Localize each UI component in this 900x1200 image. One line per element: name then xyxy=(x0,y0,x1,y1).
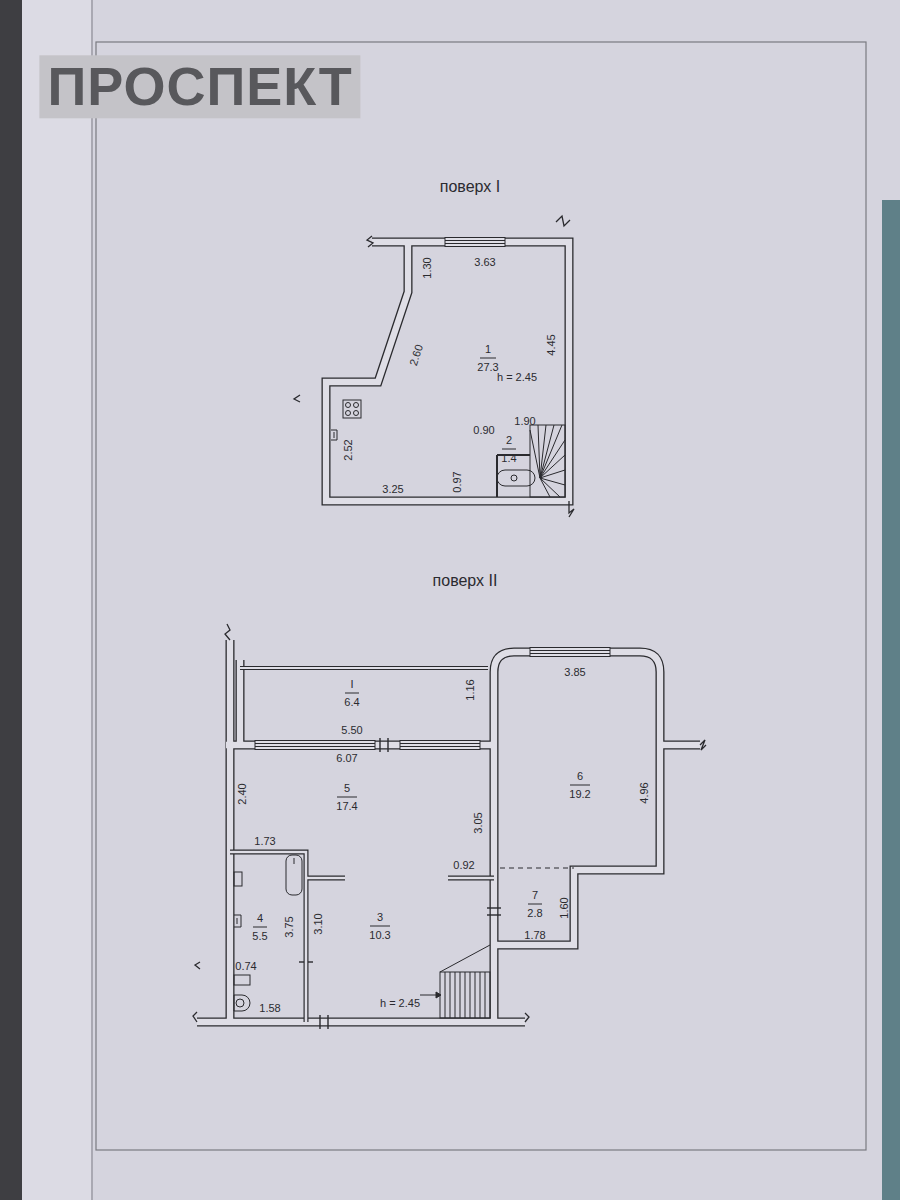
door-marks xyxy=(299,738,501,1029)
floor-heading: поверх II xyxy=(433,572,498,590)
dimension-label: 1.90 xyxy=(514,415,535,427)
dimension-label: 4.45 xyxy=(545,334,557,355)
walls-fill xyxy=(197,242,700,1022)
balcony-wall xyxy=(240,666,488,670)
dimension-label: 1.16 xyxy=(464,679,476,700)
zone-line xyxy=(500,867,574,868)
page-fold-line xyxy=(91,0,93,1200)
room-number: 6 xyxy=(577,770,583,782)
room-number: 4 xyxy=(257,912,263,924)
room-number: I xyxy=(350,678,353,690)
dimension-label: 0.74 xyxy=(235,960,256,972)
dimension-label: 3.85 xyxy=(564,666,585,678)
room-number: 3 xyxy=(377,911,383,923)
fixtures xyxy=(234,400,361,1011)
wall-breaks xyxy=(193,216,706,1022)
height-label: h = 2.45 xyxy=(380,997,420,1009)
partitions xyxy=(230,852,494,1022)
walls-outline xyxy=(197,242,700,1022)
room-area: 1.4 xyxy=(501,452,516,464)
dimension-label: 1.73 xyxy=(254,835,275,847)
floor-heading: поверх I xyxy=(440,178,500,196)
dimension-label: 4.96 xyxy=(638,782,650,803)
straight-stair xyxy=(420,945,490,1018)
page-fold xyxy=(22,0,92,1200)
room-area: 5.5 xyxy=(252,930,267,942)
book-edge xyxy=(0,0,22,1200)
windows xyxy=(255,238,610,750)
page-frame xyxy=(96,42,866,1150)
dimension-label: 0.90 xyxy=(473,424,494,436)
dimension-label: 2.60 xyxy=(407,343,425,367)
dimension-label: 1.78 xyxy=(524,929,545,941)
dimension-label: 0.97 xyxy=(451,471,463,492)
dimension-label: 2.40 xyxy=(236,783,248,804)
room-number: 1 xyxy=(485,343,491,355)
watermark: ПРОСПЕКТ xyxy=(39,55,360,118)
height-label: h = 2.45 xyxy=(497,371,537,383)
dimension-label: 5.50 xyxy=(341,724,362,736)
dimension-label: 1.58 xyxy=(259,1002,280,1014)
table-edge xyxy=(882,200,900,1200)
dimension-label: 3.05 xyxy=(472,812,484,833)
room-area: 2.8 xyxy=(527,907,542,919)
room-area: 6.4 xyxy=(344,696,359,708)
dimension-label: 1.60 xyxy=(558,897,570,918)
room-number: 5 xyxy=(344,782,350,794)
room-number: 7 xyxy=(532,889,538,901)
spiral-stair xyxy=(497,425,565,497)
room-area: 17.4 xyxy=(336,800,357,812)
dimension-label: 1.30 xyxy=(421,257,433,278)
room-area: 27.3 xyxy=(477,361,498,373)
dimension-label: 0.92 xyxy=(453,859,474,871)
room-area: 19.2 xyxy=(569,788,590,800)
partitions-fill xyxy=(230,852,494,1022)
dimension-label: 6.07 xyxy=(336,752,357,764)
fraction-bars xyxy=(253,358,590,927)
dimension-label: 3.25 xyxy=(382,483,403,495)
dimension-label: 2.52 xyxy=(342,439,354,460)
room-number: 2 xyxy=(506,434,512,446)
dimension-label: 3.75 xyxy=(283,916,295,937)
dimension-label: 3.10 xyxy=(312,913,324,934)
dimension-label: 3.63 xyxy=(474,256,495,268)
balcony-wall-fill xyxy=(240,667,488,669)
room-area: 10.3 xyxy=(369,929,390,941)
